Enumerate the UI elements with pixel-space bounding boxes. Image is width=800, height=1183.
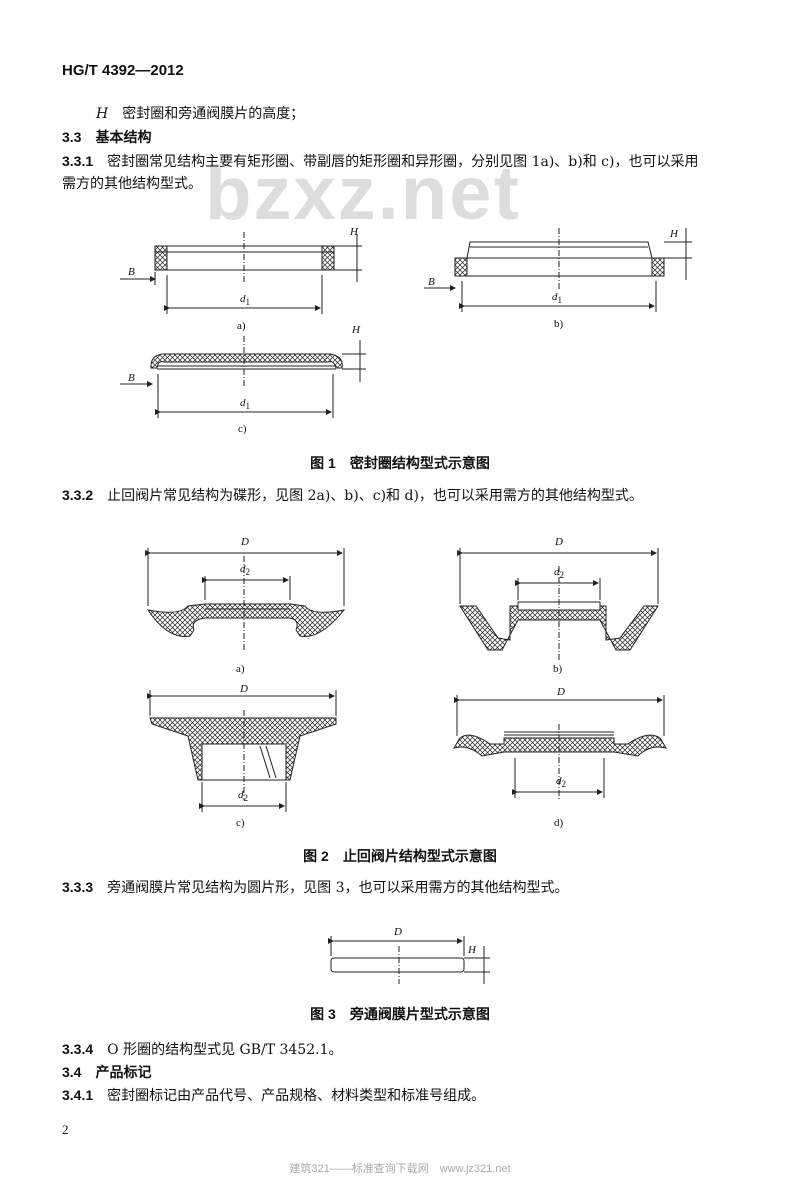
fig1a-dim-h: H [350, 226, 358, 238]
section-3-3-4: 3.3.4 O 形圈的结构型式见 GB/T 3452.1。 [62, 1038, 342, 1061]
fig3-dim-D: D [394, 926, 402, 938]
dim-subscript: 1 [245, 297, 251, 308]
dim-subscript: 1 [245, 401, 251, 412]
symbol-h: H [96, 106, 109, 122]
dim-symbol: d [240, 293, 246, 305]
section-3-3-3: 3.3.3 旁通阀膜片常见结构为圆片形，见图 3，也可以采用需方的其他结构型式。 [62, 876, 569, 899]
watermark: bzxz.net [205, 151, 521, 236]
section-number: 3.4.1 [62, 1087, 94, 1103]
fig2-sub-b: b) [553, 663, 563, 675]
fig2b-dim-D: D [555, 536, 563, 548]
fig2a-dim-D: D [241, 536, 249, 548]
definition-h: H 密封圈和旁通阀膜片的高度； [96, 103, 304, 125]
section-number: 3.3.3 [62, 879, 94, 895]
dim-symbol: d [240, 563, 246, 575]
fig1b-dim-d1: d1 [552, 291, 562, 305]
standard-code: HG/T 4392—2012 [62, 62, 184, 79]
figure-1b-lipped-seal [424, 228, 692, 312]
fig2-sub-a: a) [236, 663, 245, 675]
site-footer: 建筑321——标准查询下载网 www.jz321.net [289, 1163, 511, 1175]
paragraph-line: O 形圈的结构型式见 GB/T 3452.1。 [107, 1042, 343, 1058]
section-3-3-1: 3.3.1 密封圈常见结构主要有矩形圈、带副唇的矩形圈和异形圈，分别见图 1a)、… [62, 150, 762, 173]
fig2b-dim-d2: d2 [554, 566, 564, 580]
dim-subscript: 2 [559, 570, 565, 581]
section-number: 3.3.4 [62, 1041, 94, 1057]
section-3-3-1-line2: 需方的其他结构型式。 [62, 176, 202, 192]
figure-2-caption: 图 2 止回阀片结构型式示意图 [303, 848, 497, 864]
figure-2c-dish-valve [147, 690, 337, 812]
fig2a-dim-d2: d2 [240, 563, 250, 577]
section-title: 产品标记 [95, 1065, 152, 1081]
figure-2b-dish-valve [457, 548, 659, 660]
fig1b-dim-h: H [670, 228, 678, 240]
fig1c-dim-h: H [352, 324, 360, 336]
section-3-4-1: 3.4.1 密封圈标记由产品代号、产品规格、材料类型和标准号组成。 [62, 1084, 485, 1107]
section-3-3: 3.3 基本结构 [62, 126, 151, 149]
dim-subscript: 1 [557, 295, 563, 306]
page-number: 2 [62, 1122, 69, 1137]
fig1b-dim-b: B [428, 276, 435, 288]
fig1c-dim-b: B [128, 372, 135, 384]
fig2c-dim-D: D [240, 683, 248, 695]
fig2-sub-d: d) [554, 817, 564, 829]
paragraph-line: 密封圈标记由产品代号、产品规格、材料类型和标准号组成。 [107, 1088, 486, 1104]
fig3-dim-H: H [468, 944, 476, 956]
fig2d-dim-d2: d2 [556, 775, 566, 789]
figure-2d-dish-valve [452, 695, 668, 800]
dim-symbol: d [556, 775, 562, 787]
definition-text: 密封圈和旁通阀膜片的高度； [122, 106, 305, 122]
section-number: 3.4 [62, 1064, 82, 1080]
section-number: 3.3.1 [62, 153, 94, 169]
fig1c-dim-d1: d1 [240, 397, 250, 411]
fig1a-dim-b: B [128, 266, 135, 278]
fig1-sub-b: b) [554, 318, 564, 330]
figure-3-bypass-diaphragm [328, 936, 490, 984]
section-3-3-2: 3.3.2 止回阀片常见结构为碟形，见图 2a)、b)、c)和 d)，也可以采用需… [62, 484, 643, 507]
figure-1a-rectangular-seal [120, 232, 362, 314]
fig1-sub-a: a) [237, 320, 246, 332]
paragraph-line: 止回阀片常见结构为碟形，见图 2a)、b)、c)和 d)，也可以采用需方的其他结… [107, 488, 643, 504]
paragraph-line: 密封圈常见结构主要有矩形圈、带副唇的矩形圈和异形圈，分别见图 1a)、b)和 c… [107, 154, 699, 170]
fig2-sub-c: c) [236, 817, 245, 829]
dim-symbol: d [552, 291, 558, 303]
figure-1c-profiled-seal [120, 336, 366, 418]
dim-subscript: 2 [245, 567, 251, 578]
section-3-4: 3.4 产品标记 [62, 1061, 151, 1084]
fig2c-dim-d2: d2 [238, 789, 248, 803]
fig1-sub-c: c) [238, 423, 247, 435]
figure-3-caption: 图 3 旁通阀膜片型式示意图 [310, 1006, 490, 1022]
figure-2a-dish-valve [145, 548, 346, 652]
dim-subscript: 2 [561, 779, 567, 790]
dim-symbol: d [554, 566, 560, 578]
figure-1-caption: 图 1 密封圈结构型式示意图 [310, 455, 490, 471]
section-number: 3.3.2 [62, 487, 94, 503]
section-number: 3.3 [62, 129, 82, 145]
dim-subscript: 2 [243, 793, 249, 804]
fig2d-dim-D: D [557, 686, 565, 698]
paragraph-line: 旁通阀膜片常见结构为圆片形，见图 3，也可以采用需方的其他结构型式。 [107, 880, 569, 896]
fig1a-dim-d1: d1 [240, 293, 250, 307]
section-title: 基本结构 [95, 130, 152, 146]
dim-symbol: d [240, 397, 246, 409]
dim-symbol: d [238, 789, 244, 801]
